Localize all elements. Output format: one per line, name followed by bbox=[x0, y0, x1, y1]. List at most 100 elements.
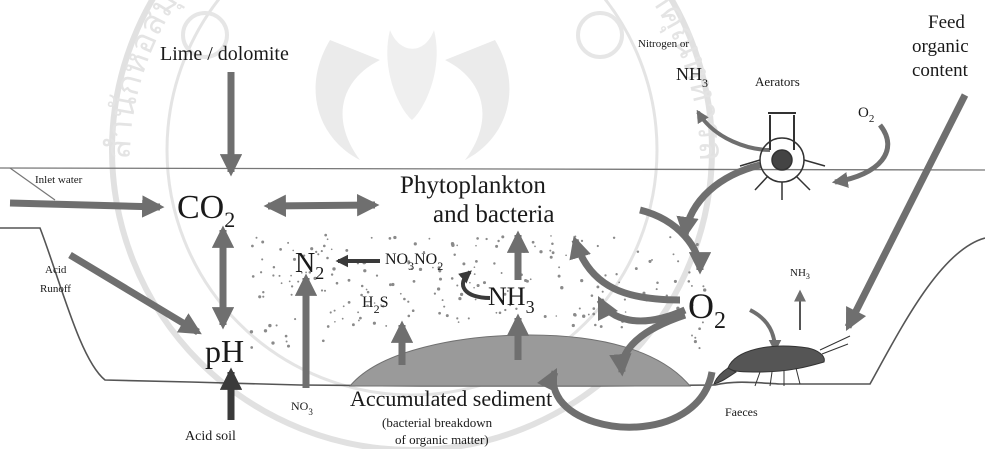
speckle-dot bbox=[367, 291, 370, 294]
speckle-dot bbox=[497, 240, 499, 242]
speckle-dot bbox=[334, 310, 336, 312]
speckle-dot bbox=[419, 268, 422, 271]
speckle-dot bbox=[393, 236, 396, 239]
speckle-dot bbox=[332, 267, 335, 270]
speckle-dot bbox=[460, 293, 463, 296]
speckle-dot bbox=[298, 291, 300, 293]
nh3-mid-label: NH3 bbox=[488, 282, 535, 317]
speckle-dot bbox=[258, 295, 261, 298]
speckle-dot bbox=[403, 298, 406, 301]
speckle-dot bbox=[613, 237, 615, 239]
speckle-dot bbox=[413, 280, 416, 283]
speckle-dot bbox=[342, 318, 344, 320]
speckle-dot bbox=[291, 285, 293, 287]
speckle-dot bbox=[327, 238, 329, 240]
speckle-dot bbox=[256, 237, 258, 239]
speckle-dot bbox=[294, 318, 296, 320]
speckle-dot bbox=[276, 324, 278, 326]
speckle-dot bbox=[474, 266, 476, 268]
feed-label-line2: organic bbox=[912, 36, 969, 57]
speckle-dot bbox=[673, 253, 675, 255]
ph-label: pH bbox=[205, 333, 244, 369]
o2-big-label: O2 bbox=[688, 286, 726, 334]
feed-arrow bbox=[848, 95, 965, 327]
speckle-dot bbox=[691, 335, 693, 337]
speckle-dot bbox=[499, 312, 502, 315]
speckle-dot bbox=[495, 245, 498, 248]
speckle-dot bbox=[555, 315, 557, 317]
speckle-dot bbox=[359, 317, 362, 320]
speckle-dot bbox=[330, 311, 332, 313]
speckle-dot bbox=[582, 315, 585, 318]
speckle-dot bbox=[412, 309, 415, 312]
speckle-dot bbox=[648, 260, 651, 263]
speckle-dot bbox=[391, 283, 394, 286]
speckle-dot bbox=[549, 250, 551, 252]
speckle-dot bbox=[456, 245, 458, 247]
speckle-dot bbox=[600, 325, 603, 328]
inlet-to-co2-arrow bbox=[10, 203, 160, 207]
speckle-dot bbox=[336, 282, 339, 285]
speckle-dot bbox=[501, 272, 503, 274]
speckle-dot bbox=[493, 262, 495, 264]
speckle-dot bbox=[688, 280, 691, 283]
speckle-dot bbox=[694, 337, 696, 339]
speckle-dot bbox=[348, 279, 351, 282]
speckle-dot bbox=[656, 288, 658, 290]
speckle-dot bbox=[264, 329, 267, 332]
speckle-dot bbox=[331, 273, 333, 275]
speckle-dot bbox=[322, 339, 325, 342]
speckle-dot bbox=[334, 321, 336, 323]
o2-to-bacteria-arrow bbox=[575, 240, 680, 300]
speckle-dot bbox=[698, 327, 701, 330]
speckle-dot bbox=[483, 281, 486, 284]
speckle-dot bbox=[285, 335, 288, 338]
speckle-dot bbox=[366, 289, 368, 291]
speckle-dot bbox=[278, 275, 280, 277]
speckle-dot bbox=[674, 280, 677, 283]
speckle-dot bbox=[361, 285, 364, 288]
speckle-dot bbox=[496, 312, 498, 314]
speckle-dot bbox=[473, 287, 475, 289]
speckle-dot bbox=[604, 274, 606, 276]
speckle-dot bbox=[428, 238, 430, 240]
speckle-dot bbox=[292, 250, 294, 252]
speckle-dot bbox=[596, 285, 599, 288]
speckle-dot bbox=[597, 245, 599, 247]
speckle-dot bbox=[579, 307, 581, 309]
speckle-dot bbox=[573, 313, 576, 316]
speckle-dot bbox=[476, 237, 479, 240]
speckle-dot bbox=[462, 262, 465, 265]
no3-no2-label: NO3NO2 bbox=[385, 251, 443, 273]
co2-phyto-double-arrow bbox=[268, 205, 375, 206]
speckle-dot bbox=[376, 275, 378, 277]
speckle-dot bbox=[552, 251, 555, 254]
speckle-dot bbox=[321, 289, 323, 291]
speckle-dot bbox=[290, 275, 292, 277]
aerators-label: Aerators bbox=[755, 74, 800, 89]
speckle-dot bbox=[271, 341, 274, 344]
nitrogen-or-label: Nitrogen or bbox=[638, 38, 689, 50]
speckle-dot bbox=[698, 347, 700, 349]
aerator-wheel-icon bbox=[740, 113, 825, 200]
speckle-dot bbox=[592, 313, 595, 316]
acid-soil-label: Acid soil bbox=[185, 429, 236, 444]
speckle-dot bbox=[669, 236, 671, 238]
speckle-dot bbox=[352, 323, 355, 326]
sediment-sub-label-2: of organic matter) bbox=[395, 432, 489, 447]
speckle-dot bbox=[581, 240, 583, 242]
speckle-dot bbox=[363, 269, 366, 272]
speckle-dot bbox=[327, 325, 330, 328]
speckle-dot bbox=[602, 291, 604, 293]
speckle-dot bbox=[323, 245, 326, 248]
speckle-dot bbox=[558, 275, 561, 278]
speckle-dot bbox=[414, 242, 417, 245]
speckle-dot bbox=[580, 279, 583, 282]
speckle-dot bbox=[251, 245, 254, 248]
speckle-dot bbox=[261, 258, 263, 260]
speckle-dot bbox=[477, 284, 480, 287]
speckle-dot bbox=[289, 281, 291, 283]
speckle-dot bbox=[474, 273, 476, 275]
